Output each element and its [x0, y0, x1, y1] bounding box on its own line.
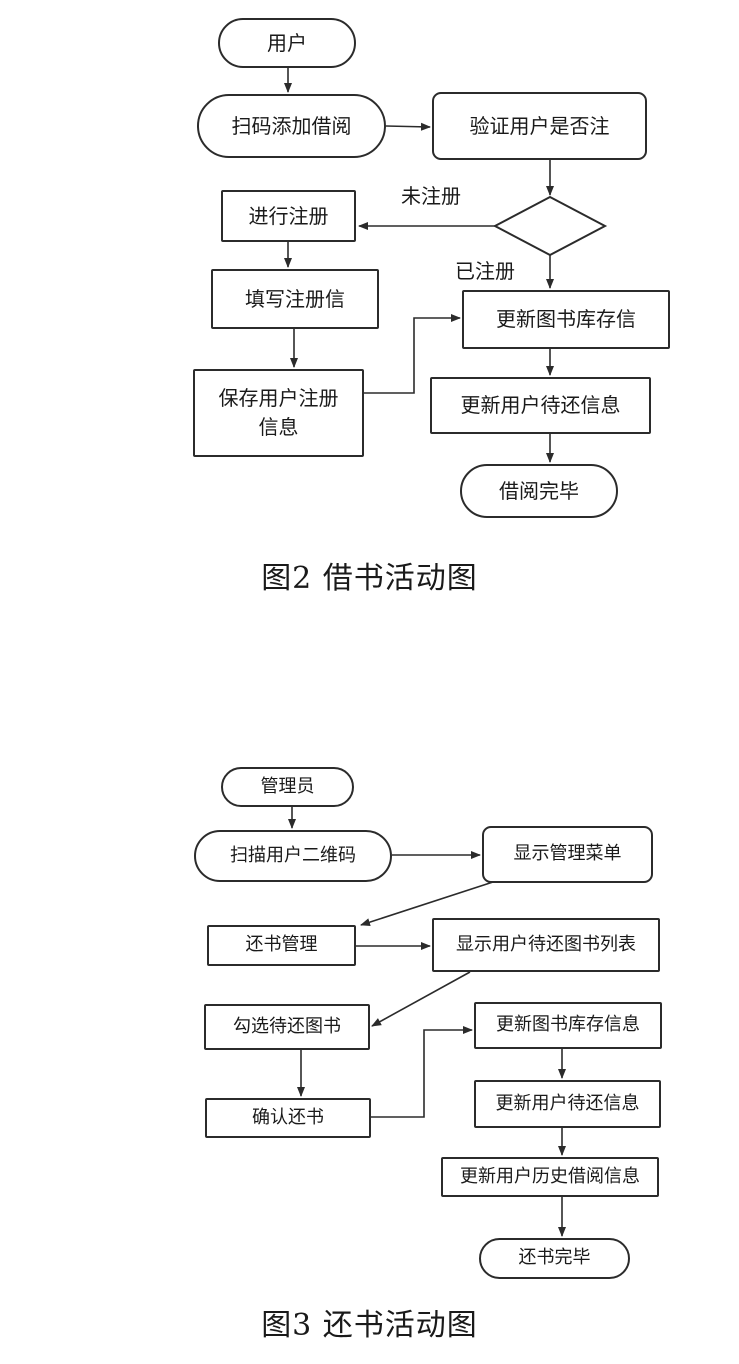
- node-save-info: 保存用户注册 信息: [193, 369, 364, 457]
- edge-confirm-to-update-inventory: [371, 1026, 473, 1118]
- node-select-books: 勾选待还图书: [204, 1004, 370, 1050]
- node-verify-registration: 验证用户是否注: [432, 92, 647, 160]
- node-scan-add-borrow: 扫码添加借阅: [197, 94, 386, 158]
- node-register: 进行注册: [221, 190, 356, 242]
- decision-diamond: [492, 195, 608, 257]
- edge-list-to-select: [371, 971, 471, 1027]
- node-update-pending-return-3: 更新用户待还信息: [474, 1080, 661, 1128]
- node-update-inventory-3: 更新图书库存信息: [474, 1002, 662, 1049]
- figure3-caption: 图3 还书活动图: [261, 1308, 478, 1343]
- node-show-menu: 显示管理菜单: [482, 826, 653, 883]
- node-update-pending-return: 更新用户待还信息: [430, 377, 651, 434]
- node-borrow-done: 借阅完毕: [460, 464, 618, 518]
- node-confirm-return: 确认还书: [205, 1098, 371, 1138]
- node-admin: 管理员: [221, 767, 354, 807]
- edge-save-to-update-inventory: [364, 314, 461, 394]
- edge-menu-to-return-mgmt: [360, 881, 494, 927]
- node-update-history: 更新用户历史借阅信息: [441, 1157, 659, 1197]
- node-fill-info: 填写注册信: [211, 269, 379, 329]
- edge-label-registered: 已注册: [455, 259, 515, 283]
- node-scan-qr: 扫描用户二维码: [194, 830, 392, 882]
- edge-label-not-registered: 未注册: [401, 184, 461, 208]
- node-user: 用户: [218, 18, 356, 68]
- edge-scan-to-verify: [385, 122, 431, 131]
- node-return-mgmt: 还书管理: [207, 925, 356, 966]
- node-update-inventory: 更新图书库存信: [462, 290, 670, 349]
- node-return-done: 还书完毕: [479, 1238, 630, 1279]
- figure2-caption: 图2 借书活动图: [261, 561, 478, 596]
- node-show-pending-list: 显示用户待还图书列表: [432, 918, 660, 972]
